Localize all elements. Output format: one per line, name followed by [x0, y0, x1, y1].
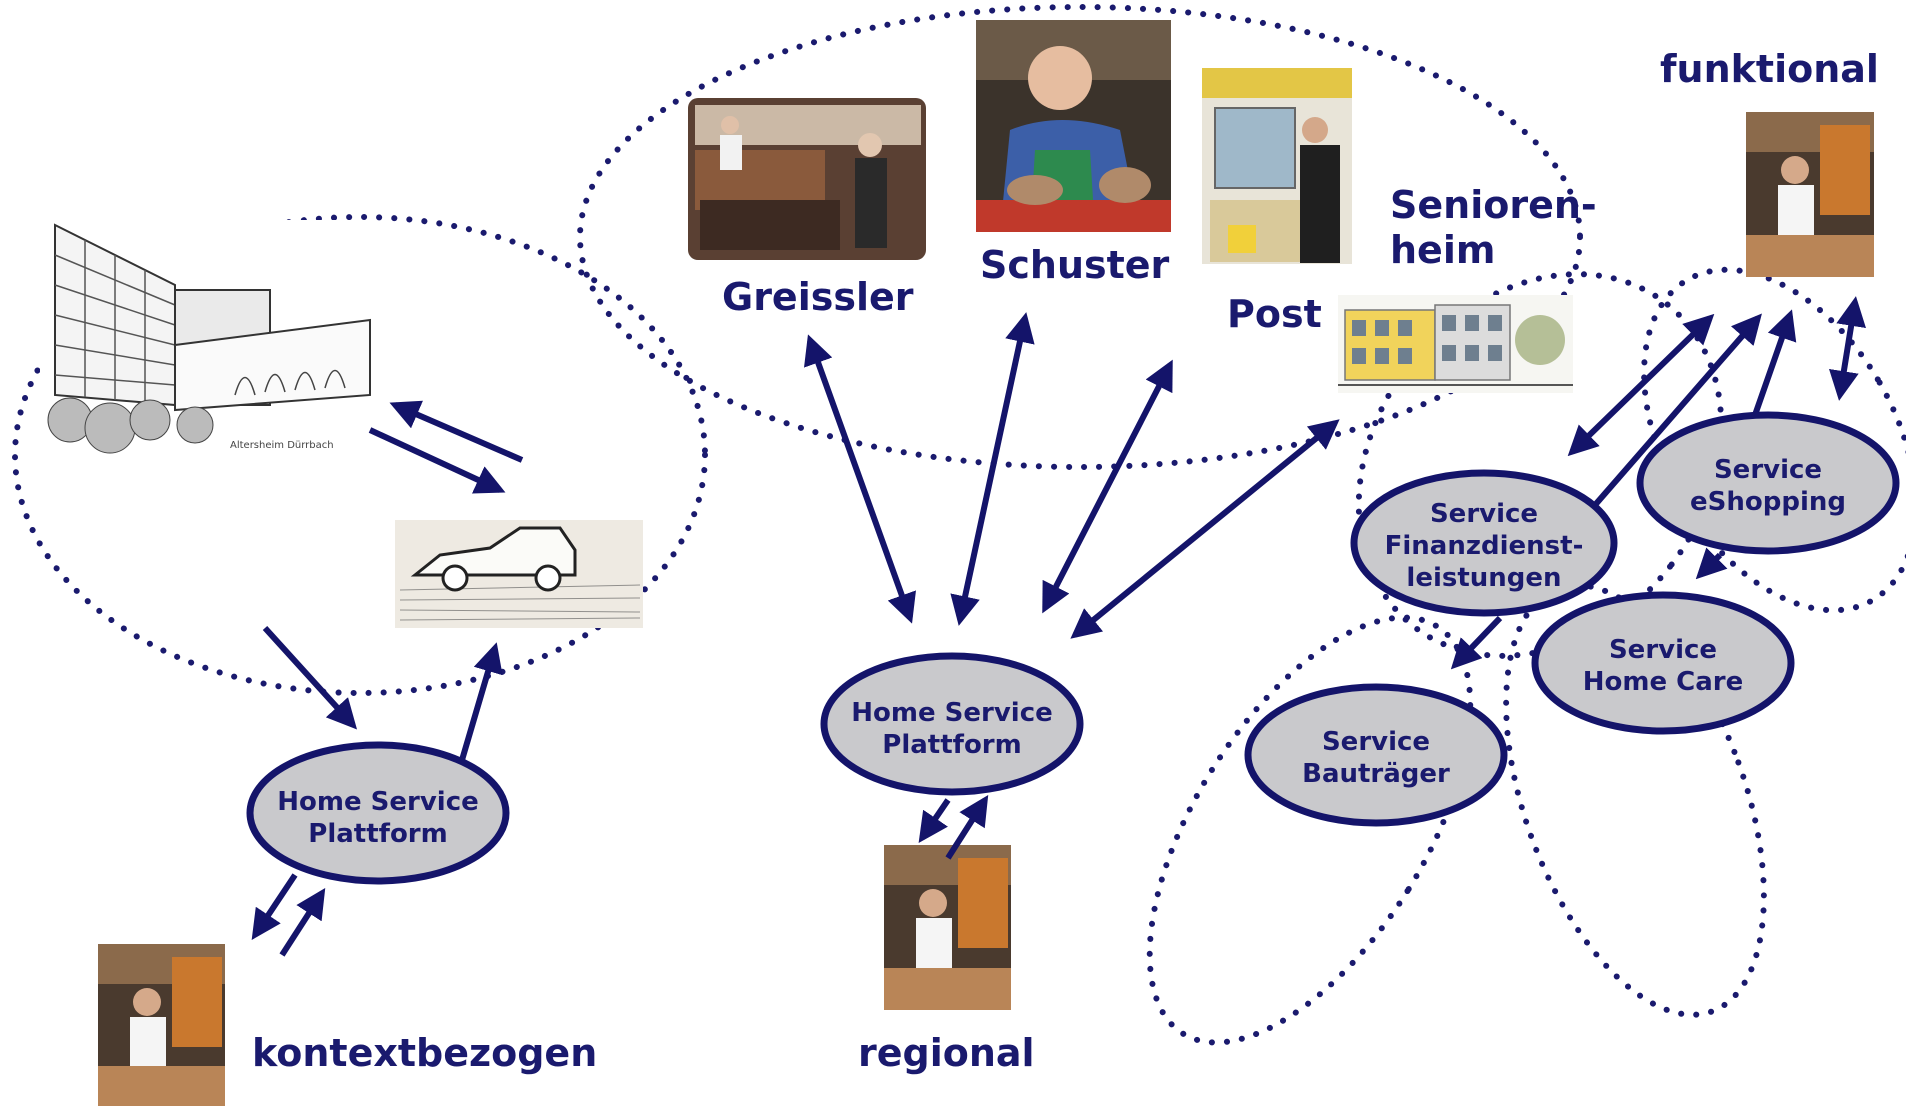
arrow-to-car: [368, 427, 506, 494]
svg-text:Plattform: Plattform: [882, 730, 1021, 760]
arrow-hsp-left-to-car: [459, 642, 503, 761]
label-funktional: funktional: [1660, 47, 1879, 91]
seniorenheim-image: [1338, 295, 1573, 393]
svg-text:Home Service: Home Service: [277, 787, 479, 817]
arrow-eshopping-homecare: [1695, 547, 1728, 580]
person-photo-kontextbezogen: [98, 944, 225, 1106]
arrow-finanz-to-funktional: [1592, 313, 1762, 507]
svg-text:Home Service: Home Service: [851, 698, 1053, 728]
label-seniorenheim-line2: heim: [1390, 228, 1495, 272]
label-post: Post: [1227, 292, 1322, 336]
arrow-schuster: [950, 312, 1035, 626]
arrow-funktional-finanz: [1567, 313, 1715, 457]
arrow-seniorenheim: [1070, 419, 1340, 639]
car-sketch-image: [395, 520, 643, 628]
svg-text:eShopping: eShopping: [1690, 487, 1846, 517]
post-photo: [1202, 68, 1352, 264]
arrow-person-to-hsp-left: [279, 887, 326, 957]
node-bautraeger[interactable]: Service Bauträger: [1244, 683, 1508, 827]
svg-text:Service: Service: [1430, 499, 1538, 529]
label-regional: regional: [858, 1031, 1035, 1075]
arrow-funktional-eshopping: [1829, 296, 1866, 401]
arrow-person-to-hsp-center: [945, 794, 989, 860]
label-greissler: Greissler: [722, 275, 914, 319]
node-eshopping[interactable]: Service eShopping: [1636, 411, 1900, 555]
node-hsp-center[interactable]: Home Service Plattform: [820, 652, 1084, 796]
arrow-hsp-center-to-person: [918, 798, 951, 843]
arrow-to-building: [389, 400, 524, 463]
label-seniorenheim-line1: Senioren-: [1390, 183, 1597, 227]
group-eshopping-ellipse: [1641, 266, 1906, 614]
arrow-hsp-left-to-person: [251, 873, 298, 940]
svg-text:Service: Service: [1609, 635, 1717, 665]
label-kontextbezogen: kontextbezogen: [252, 1031, 597, 1075]
svg-text:Altersheim Dürrbach: Altersheim Dürrbach: [230, 440, 334, 451]
group-context-ellipse: [12, 214, 708, 696]
group-finanz-ellipse: [1355, 271, 1725, 659]
group-regional-ellipse: [577, 4, 1583, 470]
arrow-group-to-hsp-left: [262, 625, 358, 730]
svg-text:leistungen: leistungen: [1406, 563, 1561, 593]
svg-text:Home Care: Home Care: [1583, 667, 1743, 697]
node-finanzdienstleistungen[interactable]: Service Finanzdienst- leistungen: [1350, 469, 1618, 617]
svg-text:Bauträger: Bauträger: [1302, 759, 1450, 789]
label-schuster: Schuster: [980, 243, 1170, 287]
building-sketch-image: Altersheim Dürrbach: [40, 220, 371, 465]
node-homecare[interactable]: Service Home Care: [1531, 591, 1795, 735]
node-hsp-left[interactable]: Home Service Plattform: [246, 741, 510, 885]
svg-text:Plattform: Plattform: [308, 819, 447, 849]
person-photo-regional: [884, 845, 1011, 1010]
person-photo-funktional: [1746, 112, 1874, 277]
svg-text:Service: Service: [1322, 727, 1430, 757]
arrow-finanz-bautraeger: [1450, 615, 1503, 670]
greissler-photo: [688, 98, 926, 260]
svg-text:Service: Service: [1714, 455, 1822, 485]
arrow-eshopping-to-funktional: [1752, 309, 1797, 416]
schuster-photo: [976, 20, 1171, 232]
arrow-greissler: [804, 334, 916, 624]
group-bautraeger-ellipse: [1146, 614, 1474, 1046]
svg-text:Finanzdienst-: Finanzdienst-: [1385, 531, 1584, 561]
